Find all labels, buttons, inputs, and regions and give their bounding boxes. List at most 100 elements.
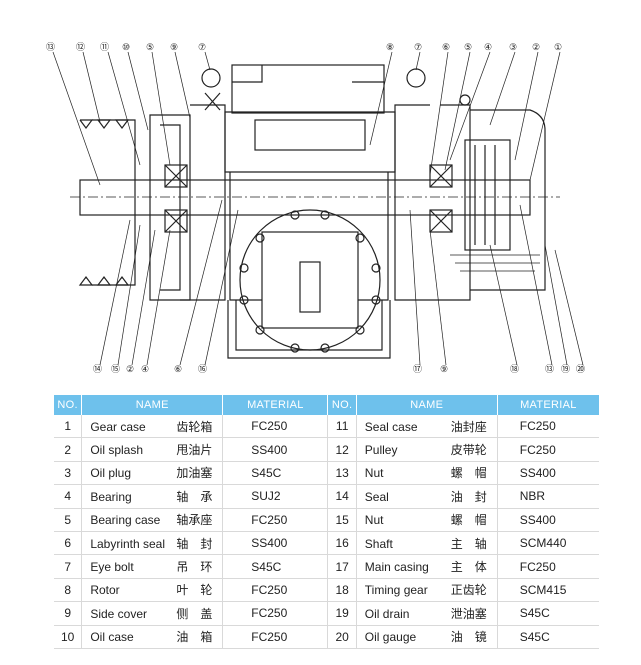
part-number-left: 10 xyxy=(54,625,83,649)
callout-12: ⑫ xyxy=(76,42,85,52)
part-name-zh: 油 箱 xyxy=(176,630,213,645)
part-name-en: Seal xyxy=(364,489,389,504)
header-name-left: NAME xyxy=(81,395,224,415)
part-name-left: Oil splash 甩油片 xyxy=(81,437,224,462)
part-number-left: 9 xyxy=(54,601,83,626)
callout-6-top: ⑥ xyxy=(442,42,450,52)
parts-table: NO. NAME MATERIAL NO. NAME MATERIAL 1 Gea… xyxy=(54,395,599,649)
callout-13-top: ⑬ xyxy=(46,42,55,52)
callout-17: ⑰ xyxy=(413,364,422,374)
part-material-left: FC250 xyxy=(222,578,329,603)
part-material-right: SCM415 xyxy=(497,578,599,603)
callout-2-top: ② xyxy=(532,42,540,52)
table-header-row: NO. NAME MATERIAL NO. NAME MATERIAL xyxy=(54,395,599,415)
callout-5-left: ⑤ xyxy=(146,42,154,52)
part-name-right: Pulley 皮带轮 xyxy=(356,437,498,462)
part-name-en: Oil case xyxy=(90,630,134,645)
part-name-en: Oil plug xyxy=(90,466,131,481)
part-name-en: Pulley xyxy=(364,443,398,458)
callout-10: ⑩ xyxy=(122,42,130,52)
part-name-en: Seal case xyxy=(364,419,418,434)
part-name-en: Rotor xyxy=(90,583,120,598)
part-material-left: FC250 xyxy=(222,625,329,649)
callout-9-top: ⑨ xyxy=(170,42,178,52)
callout-11: ⑪ xyxy=(100,42,109,52)
part-number-left: 3 xyxy=(54,461,83,486)
callouts-top: ⑬ ⑫ ⑪ ⑩ ⑤ ⑨ ⑦ ⑧ ⑦ ⑥ ⑤ ④ ③ ② ① xyxy=(46,42,562,52)
part-number-left: 6 xyxy=(54,531,83,556)
part-number-left: 7 xyxy=(54,554,83,579)
bearings xyxy=(164,164,453,233)
part-name-zh: 油 镜 xyxy=(450,630,487,645)
part-number-right: 18 xyxy=(327,578,357,603)
callout-19: ⑲ xyxy=(561,364,570,374)
header-name-right: NAME xyxy=(356,395,498,415)
part-name-en: Nut xyxy=(364,466,384,481)
part-name-zh: 皮带轮 xyxy=(450,443,487,458)
part-name-zh: 侧 盖 xyxy=(176,606,213,621)
part-material-right: FC250 xyxy=(497,554,599,579)
part-name-zh: 齿轮箱 xyxy=(176,419,213,434)
rotor xyxy=(239,209,381,353)
part-name-zh: 主 体 xyxy=(450,560,487,575)
part-name-en: Timing gear xyxy=(364,583,428,598)
part-material-left: SUJ2 xyxy=(222,484,329,509)
shaft xyxy=(70,179,560,216)
part-number-left: 8 xyxy=(54,578,83,603)
part-name-en: Oil splash xyxy=(90,443,143,458)
part-name-left: Bearing case 轴承座 xyxy=(81,508,224,532)
part-name-en: Shaft xyxy=(364,536,393,551)
right-side-cover xyxy=(406,68,546,301)
part-name-en: Gear case xyxy=(90,419,146,434)
callout-2-bottom: ② xyxy=(126,364,134,374)
part-material-right: SS400 xyxy=(497,508,599,532)
part-name-en: Main casing xyxy=(364,560,429,575)
part-name-zh: 主 轴 xyxy=(450,536,487,551)
part-name-right: Main casing 主 体 xyxy=(356,554,498,579)
part-name-zh: 甩油片 xyxy=(176,443,213,458)
part-name-zh: 螺 帽 xyxy=(450,513,487,528)
part-name-en: Side cover xyxy=(90,606,148,621)
callout-18: ⑱ xyxy=(510,364,519,374)
callout-3: ③ xyxy=(509,42,517,52)
part-name-zh: 油 封 xyxy=(450,489,487,504)
callout-8: ⑧ xyxy=(386,42,394,52)
part-name-zh: 正齿轮 xyxy=(450,583,487,598)
part-name-right: Nut 螺 帽 xyxy=(356,508,498,532)
part-name-en: Bearing case xyxy=(90,513,161,528)
part-number-left: 1 xyxy=(54,415,83,439)
part-name-en: Oil gauge xyxy=(364,630,417,645)
part-name-right: Timing gear 正齿轮 xyxy=(356,578,498,603)
part-number-left: 5 xyxy=(54,508,83,532)
callouts-bottom: ⑭ ⑮ ② ④ ⑥ ⑯ ⑰ ⑨ ⑱ ⑬ ⑲ ⑳ xyxy=(93,364,585,374)
part-material-left: FC250 xyxy=(222,415,329,439)
part-material-left: SS400 xyxy=(222,437,329,462)
part-number-left: 4 xyxy=(54,484,83,509)
part-material-right: FC250 xyxy=(497,415,599,439)
part-material-right: SS400 xyxy=(497,461,599,486)
callout-15: ⑮ xyxy=(111,364,120,374)
part-material-left: S45C xyxy=(222,461,329,486)
callout-5-right: ⑤ xyxy=(464,42,472,52)
part-number-right: 16 xyxy=(327,531,357,556)
part-name-en: Nut xyxy=(364,513,384,528)
part-name-zh: 轴承座 xyxy=(176,513,213,528)
part-material-left: S45C xyxy=(222,554,329,579)
callout-20: ⑳ xyxy=(576,364,585,374)
cross-section-diagram: ⑬ ⑫ ⑪ ⑩ ⑤ ⑨ ⑦ ⑧ ⑦ ⑥ ⑤ ④ ③ ② ① ⑭ ⑮ ② ④ ⑥ … xyxy=(46,42,585,374)
pulley xyxy=(78,119,136,286)
part-name-en: Labyrinth seal xyxy=(90,536,166,551)
part-name-left: Oil case 油 箱 xyxy=(81,625,224,649)
part-name-en: Bearing xyxy=(90,489,132,504)
